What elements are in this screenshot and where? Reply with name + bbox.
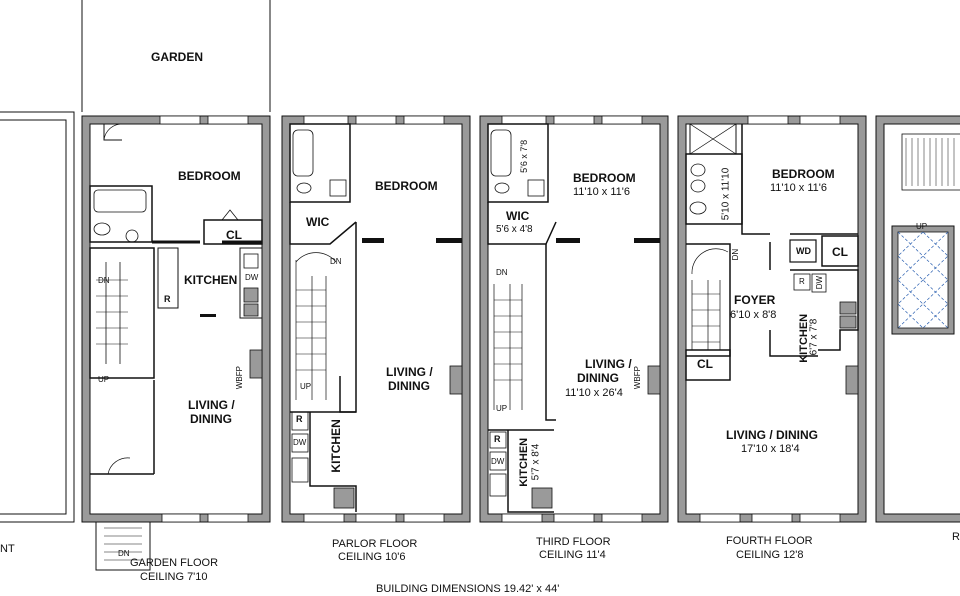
- garden-bedroom-label: BEDROOM: [178, 169, 241, 183]
- fourth-kitchen-dimensions: 6'7 x 7'8: [808, 318, 820, 356]
- fourth-living-label: LIVING / DINING: [726, 428, 819, 442]
- garden-stair-up-label: UP: [98, 375, 110, 384]
- third-bedroom-dimensions: 11'10 x 11'6: [573, 186, 631, 198]
- fourth-foyer-label: FOYER: [734, 293, 776, 307]
- third-floor-ceiling: CEILING 11'4: [539, 549, 606, 561]
- fourth-foyer-dimensions: 6'10 x 8'8: [730, 309, 777, 321]
- garden-dishwasher-label: DW: [245, 273, 259, 282]
- garden-fridge-label: R: [164, 294, 171, 304]
- third-stair-down-label: DN: [496, 268, 508, 277]
- garden-stair-down-label: DN: [98, 276, 110, 285]
- third-kitchen-dimensions: 5'7 x 8'4: [530, 443, 542, 481]
- parlor-bedroom-label: BEDROOM: [375, 179, 438, 193]
- third-bedroom-label: BEDROOM: [573, 171, 636, 185]
- parlor-floor-plan: [281, 115, 471, 523]
- fourth-bedroom-label: BEDROOM: [772, 167, 835, 181]
- third-dishwasher-label: DW: [491, 457, 505, 466]
- third-floor-plan: [479, 115, 669, 523]
- garden-kitchen-label: KITCHEN: [184, 273, 238, 287]
- parlor-stair-down-label: DN: [330, 257, 342, 266]
- garden-dining-label: DINING: [190, 412, 232, 426]
- fourth-bath-dimensions: 5'10 x 11'10: [720, 167, 732, 221]
- fourth-floor-ceiling: CEILING 12'8: [736, 549, 804, 561]
- garden-floor-plan: [81, 0, 271, 571]
- garden-fireplace-label: WBFP: [234, 366, 244, 390]
- neighbor-building-left: [0, 111, 75, 523]
- garden-closet-label: CL: [226, 228, 242, 242]
- fourth-closet-label: CL: [832, 245, 848, 259]
- third-wic-label: WIC: [506, 209, 530, 223]
- fourth-stair-down-label: DN: [731, 248, 741, 261]
- parlor-floor-ceiling: CEILING 10'6: [338, 551, 406, 563]
- third-wic-dimensions: 5'6 x 4'8: [496, 224, 533, 235]
- third-stair-up-label: UP: [496, 404, 508, 413]
- third-fireplace-label: WBFP: [632, 366, 642, 390]
- garden-label: GARDEN: [151, 50, 204, 64]
- third-kitchen-label: KITCHEN: [518, 437, 531, 487]
- parlor-kitchen-label: KITCHEN: [328, 419, 343, 473]
- third-living-label: LIVING /: [585, 357, 632, 371]
- parlor-fridge-label: R: [296, 414, 303, 424]
- parlor-dishwasher-label: DW: [293, 438, 307, 447]
- roof-plan: [875, 115, 960, 523]
- fourth-bedroom-dimensions: 11'10 x 11'6: [770, 182, 828, 194]
- parlor-wic-label: WIC: [306, 215, 330, 229]
- building-dimensions-caption: BUILDING DIMENSIONS 19.42' x 44': [376, 583, 560, 595]
- fourth-floor-name: FOURTH FLOOR: [726, 535, 813, 547]
- third-fridge-label: R: [494, 434, 501, 444]
- parlor-floor-name: PARLOR FLOOR: [332, 538, 418, 550]
- garden-floor-name: GARDEN FLOOR: [130, 557, 219, 569]
- parlor-stair-up-label: UP: [300, 382, 312, 391]
- garden-living-label: LIVING /: [188, 398, 235, 412]
- left-edge-caption: NT: [0, 543, 15, 555]
- parlor-dining-label: DINING: [388, 379, 430, 393]
- garden-floor-ceiling: CEILING 7'10: [140, 571, 208, 583]
- third-bath-dimensions: 5'6 x 7'8: [519, 139, 530, 173]
- parlor-living-label: LIVING /: [386, 365, 433, 379]
- garden-exterior-stair-label: DN: [118, 549, 130, 558]
- right-edge-caption: R: [952, 531, 960, 543]
- fourth-floor-plan: [677, 115, 867, 523]
- third-living-dimensions: 11'10 x 26'4: [565, 387, 623, 399]
- third-floor-name: THIRD FLOOR: [536, 536, 611, 548]
- fourth-living-dimensions: 17'10 x 18'4: [741, 443, 800, 455]
- third-dining-label: DINING: [577, 371, 619, 385]
- fourth-fridge-label: R: [799, 277, 805, 286]
- fourth-dishwasher-label: DW: [815, 275, 825, 290]
- fourth-closet-lower-label: CL: [697, 357, 713, 371]
- roof-stair-up-label: UP: [916, 222, 928, 231]
- fourth-washer-dryer-label: WD: [796, 246, 811, 256]
